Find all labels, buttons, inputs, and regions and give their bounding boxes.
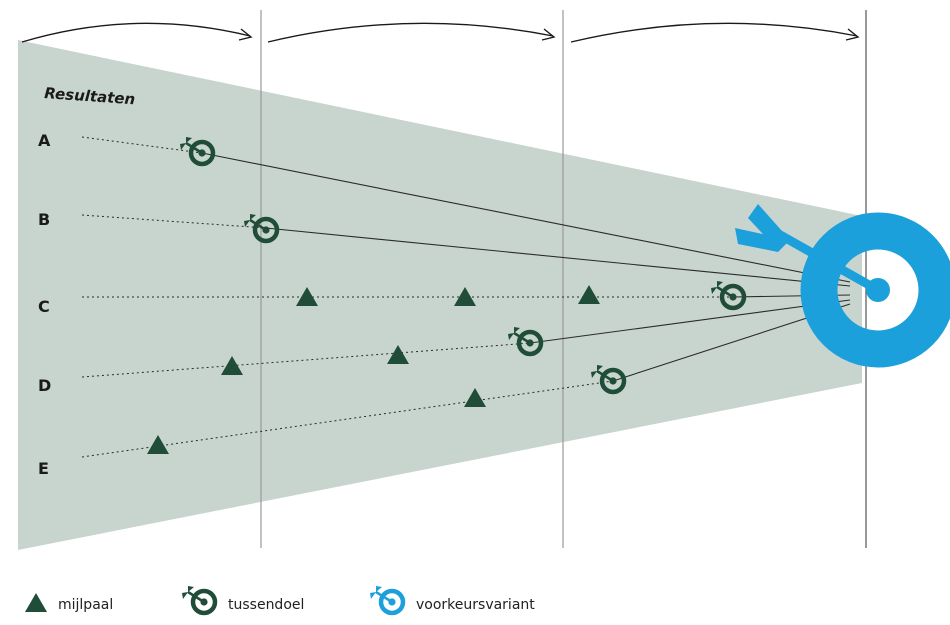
row-label-e: E (38, 459, 49, 478)
path-row-b (81, 214, 851, 287)
legend-blue-target-arrow-icon (370, 586, 403, 613)
row-label-b: B (38, 210, 50, 229)
phase-arrow-1 (21, 22, 253, 43)
legend-target-arrow-icon (182, 586, 215, 613)
path-row-d (81, 299, 851, 378)
row-label-c: C (38, 297, 50, 316)
funnel-background (18, 40, 862, 550)
legend-preferred-variant-label: voorkeursvariant (416, 597, 535, 613)
path-row-a (81, 136, 851, 283)
legend-intermediate-goal-label: tussendoel (228, 597, 304, 613)
legend-milestone-label: mijlpaal (58, 597, 113, 613)
legend-triangle-icon (25, 593, 47, 612)
phase-arrow-3 (570, 22, 860, 43)
row-label-d: D (38, 376, 51, 395)
large-target-arrow-icon (735, 204, 950, 368)
phase-arrow-2 (267, 22, 556, 43)
row-label-a: A (38, 131, 51, 150)
legend: mijlpaal tussendoel voorkeursvariant (25, 586, 535, 613)
